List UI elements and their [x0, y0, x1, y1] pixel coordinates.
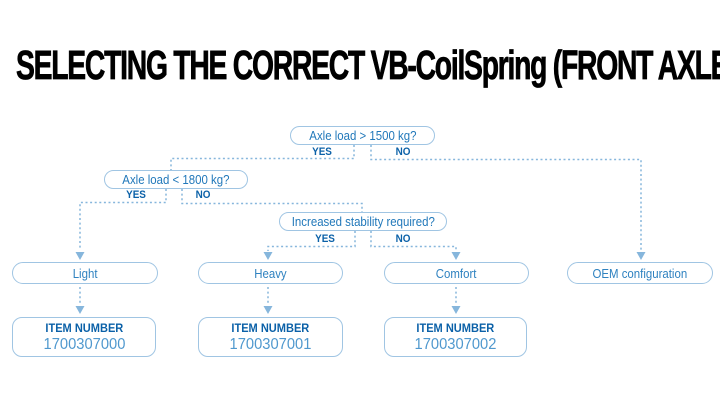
arrow-into-light: [75, 252, 85, 260]
decision-increased-stability-label: Increased stability required?: [291, 214, 435, 229]
item-card-light-number: 1700307000: [43, 335, 125, 353]
arrow-into-heavy: [263, 252, 273, 260]
decision-1-yes-label: YES: [312, 146, 332, 158]
decision-axle-load-1500: Axle load > 1500 kg?: [290, 126, 435, 145]
arrow-into-oem: [636, 252, 646, 260]
outcome-heavy: Heavy: [198, 262, 343, 284]
outcome-light-label: Light: [72, 265, 98, 281]
edge-d3-yes: [267, 231, 356, 251]
item-card-heavy: ITEM NUMBER 1700307001: [198, 317, 343, 357]
item-card-comfort: ITEM NUMBER 1700307002: [384, 317, 527, 357]
arrow-into-item-2: [263, 306, 273, 314]
item-card-heavy-number: 1700307001: [229, 335, 312, 353]
outcome-comfort-label: Comfort: [436, 265, 477, 281]
decision-axle-load-1800-label: Axle load < 1800 kg?: [122, 172, 230, 187]
decision-axle-load-1500-label: Axle load > 1500 kg?: [308, 128, 417, 143]
outcome-oem-configuration: OEM configuration: [567, 262, 713, 284]
decision-2-yes-label: YES: [126, 189, 146, 201]
outcome-comfort: Comfort: [384, 262, 529, 284]
item-card-heavy-heading: ITEM NUMBER: [231, 320, 310, 335]
edge-d1-no: [370, 145, 642, 251]
arrow-into-item-1: [75, 306, 85, 314]
item-card-light-heading: ITEM NUMBER: [45, 320, 123, 335]
decision-3-no-label: NO: [395, 233, 411, 245]
edge-d3-no: [370, 231, 457, 251]
item-card-comfort-number: 1700307002: [414, 335, 497, 353]
outcome-light: Light: [12, 262, 158, 284]
decision-1-no-label: NO: [395, 146, 411, 158]
outcome-oem-configuration-label: OEM configuration: [592, 265, 688, 281]
arrow-into-item-3: [451, 306, 461, 314]
edge-d2-yes: [79, 189, 167, 250]
page-title: SELECTING THE CORRECT VB-CoilSpring (FRO…: [16, 42, 720, 89]
decision-3-yes-label: YES: [315, 233, 335, 245]
outcome-heavy-label: Heavy: [254, 265, 287, 281]
item-card-comfort-heading: ITEM NUMBER: [416, 320, 495, 335]
arrow-into-comfort: [451, 252, 461, 260]
decision-2-no-label: NO: [195, 189, 211, 201]
decision-increased-stability: Increased stability required?: [279, 212, 447, 231]
decision-axle-load-1800: Axle load < 1800 kg?: [104, 170, 248, 189]
item-card-light: ITEM NUMBER 1700307000: [12, 317, 156, 357]
